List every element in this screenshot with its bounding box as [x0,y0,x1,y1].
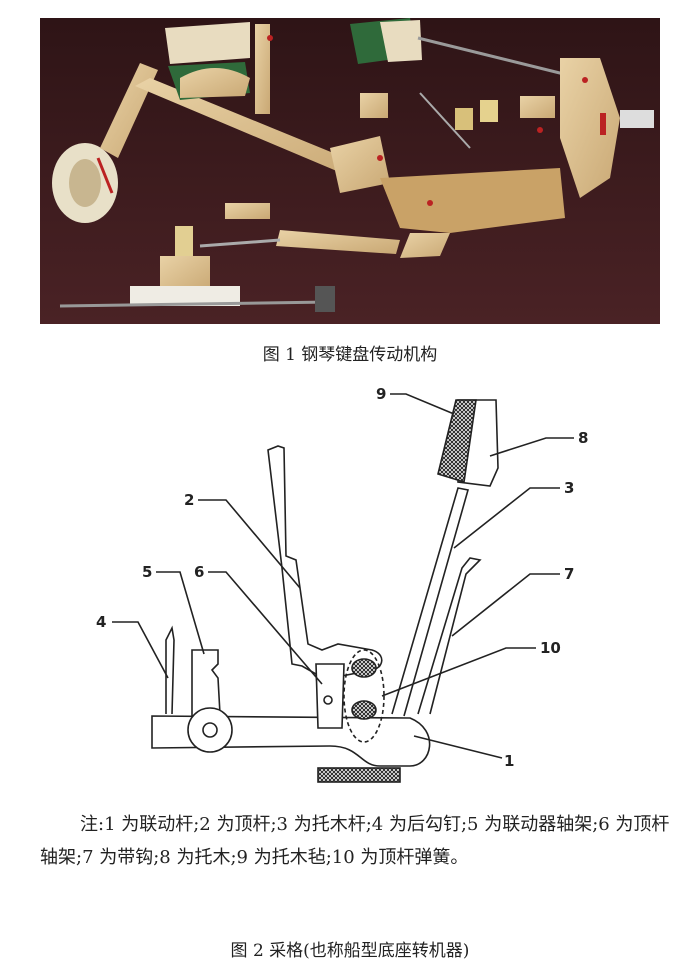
part-1-felt [317,767,401,783]
part-4-back-hook [165,625,175,715]
leader-6 [208,571,323,685]
piano-action-photo [40,18,660,324]
label-2: 2 [184,491,194,509]
label-5: 5 [142,563,152,581]
leader-10 [381,647,536,697]
leader-1 [413,735,503,759]
hammer-head [52,63,158,223]
part-10-spring-bottom [351,700,377,720]
part-9-backcheck-felt [437,399,477,484]
leader-4 [112,621,169,679]
pivot-pins [267,35,588,206]
capstan-assembly [59,226,335,312]
label-8: 8 [578,429,588,447]
label-6: 6 [194,563,204,581]
leader-7 [451,573,560,637]
part-7-bridle-wire [417,557,482,715]
damper-assembly [165,22,270,114]
part-3-backcheck-wire [391,487,470,717]
figure-note: 注:1 为联动杆;2 为顶杆;3 为托木杆;4 为后勾钉;5 为联动器轴架;6 … [40,814,670,868]
leader-2 [198,499,301,589]
leader-8 [489,437,574,457]
label-9: 9 [376,385,386,403]
label-3: 3 [564,479,574,497]
label-4: 4 [96,613,106,631]
part-5-bracket [191,649,221,717]
action-diagram: 1 2 3 4 5 6 7 8 9 10 [96,385,588,783]
label-10: 10 [540,639,561,657]
figure1-caption: 图 1 钢琴键盘传动机构 [262,345,438,365]
hammer-shank [135,78,370,180]
wippen-assembly [330,93,565,258]
lower-rail [199,203,400,254]
backcheck-felt [350,18,581,80]
leader-9 [390,393,455,415]
hammer-flange [560,58,654,198]
figure2-caption: 图 2 采格(也称船型底座转机器) [230,941,470,961]
leader-3 [453,487,560,549]
leader-5 [156,571,205,655]
part-10-spring-top [351,658,377,678]
spring-parts [419,92,555,149]
label-7: 7 [564,565,574,583]
label-1: 1 [504,752,514,770]
